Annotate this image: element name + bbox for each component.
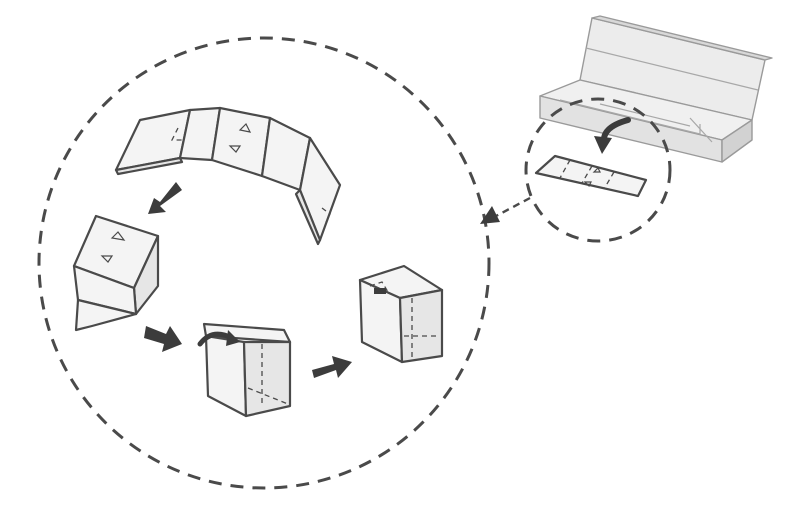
step-arrow-icon xyxy=(148,182,182,214)
packaging-tray xyxy=(539,15,773,163)
insert-card-icon xyxy=(534,154,648,198)
transfer-arrow-icon xyxy=(480,196,531,224)
half-folded-box-icon xyxy=(72,214,160,332)
step-arrow-icon xyxy=(144,326,182,352)
step-arrow-icon xyxy=(312,356,352,378)
folding-strip-icon xyxy=(114,106,342,246)
assembled-box-icon xyxy=(358,264,444,364)
assembly-area-circle xyxy=(37,36,491,490)
tuck-flap-box-icon xyxy=(197,322,292,418)
curved-arrow-icon xyxy=(594,117,631,154)
insert-detail-circle xyxy=(524,97,672,243)
